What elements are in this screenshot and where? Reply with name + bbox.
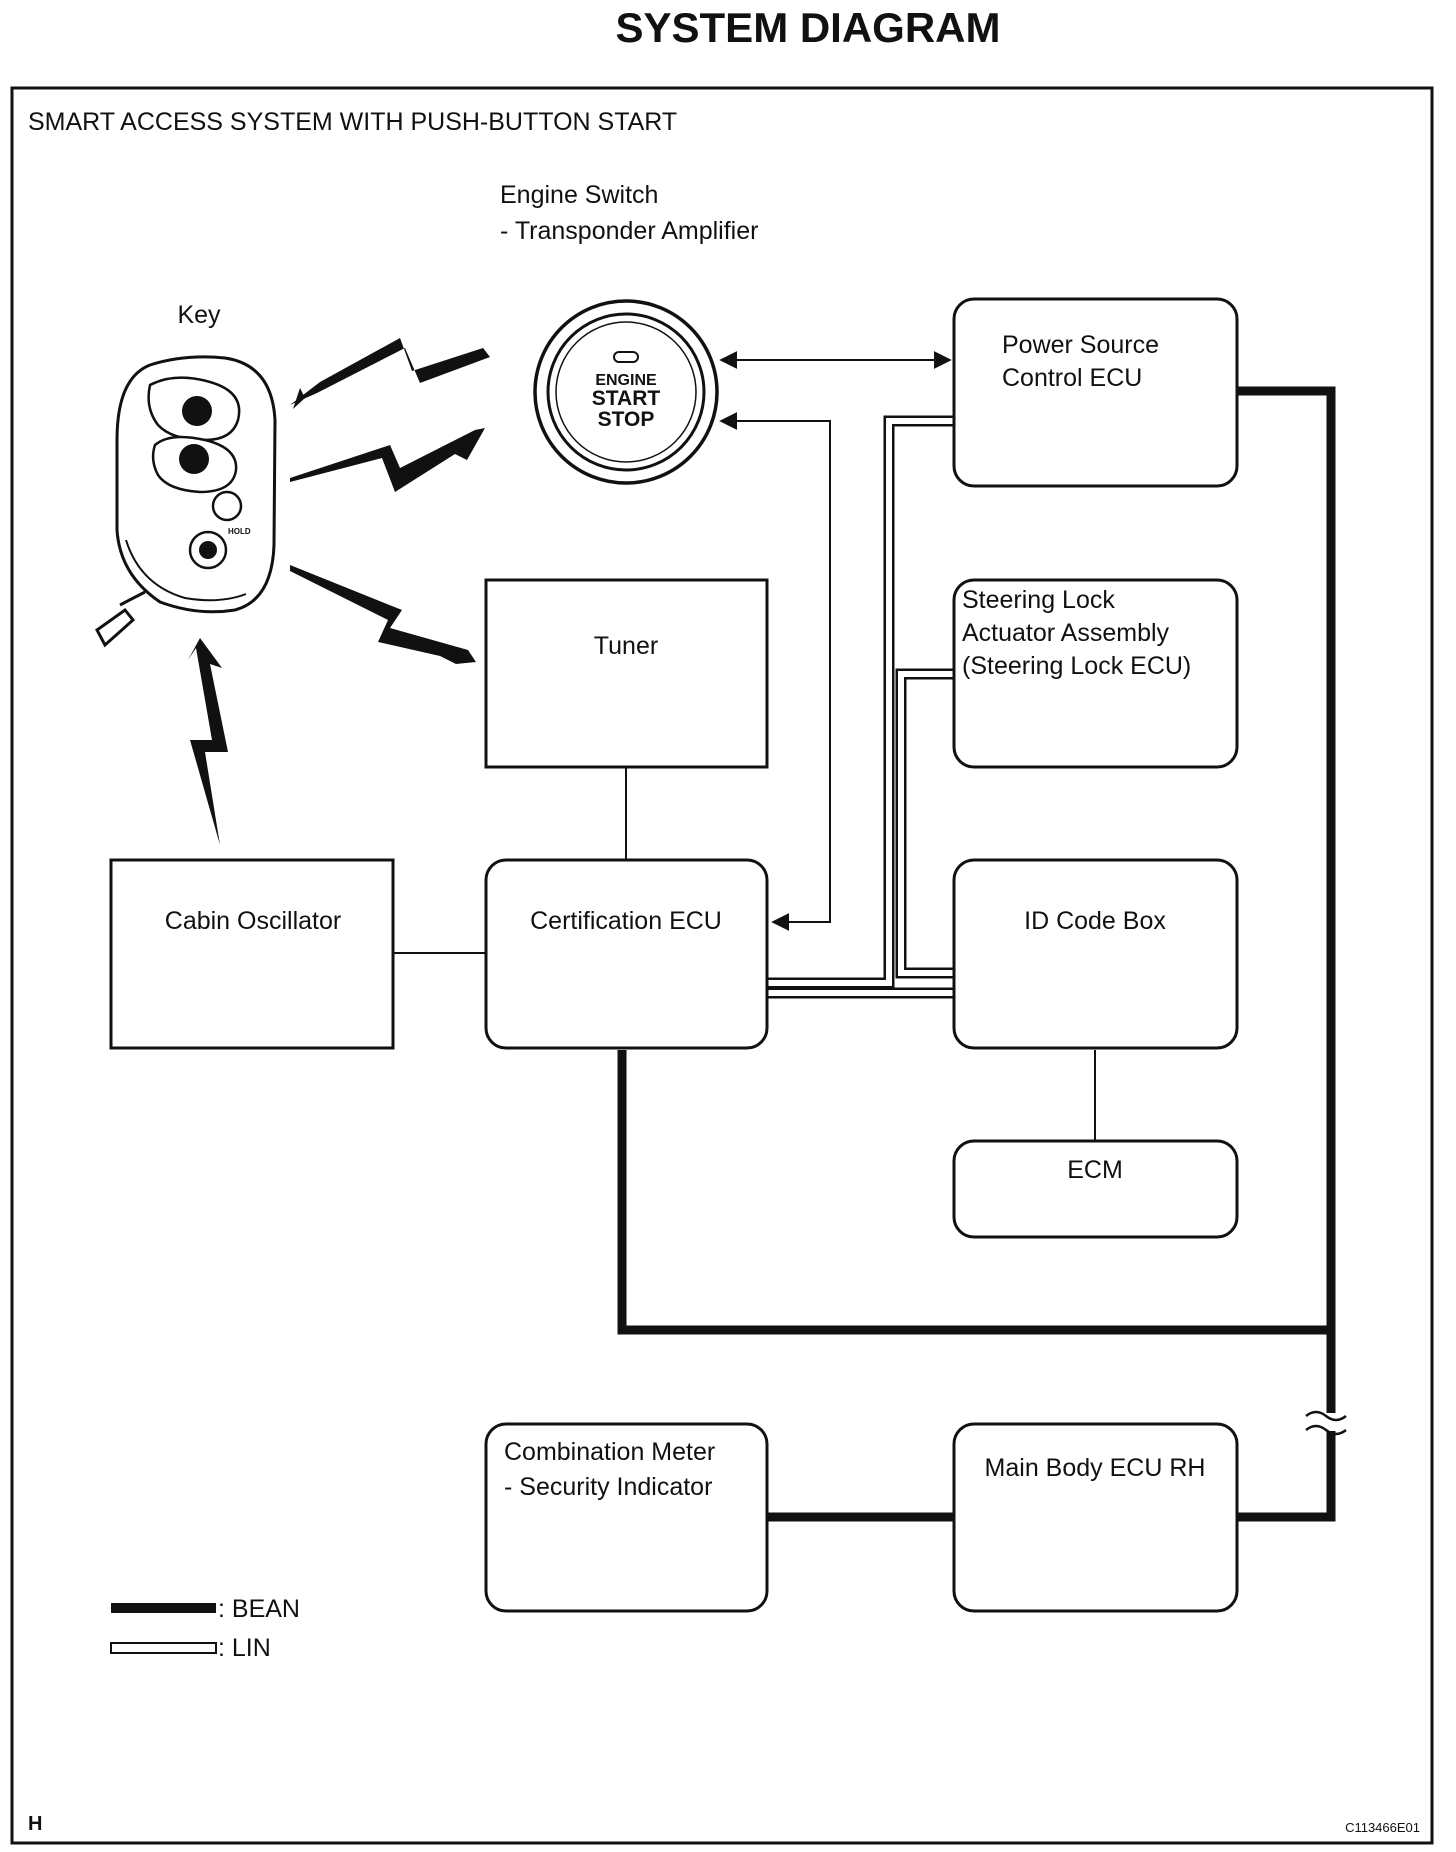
svg-text:STOP: STOP: [598, 408, 655, 431]
steering-lock-actuator-box: [952, 578, 1239, 769]
diagram-frame: [10, 86, 1434, 1845]
main-body-ecu-box: [952, 1422, 1239, 1613]
lin-bus: [768, 415, 954, 999]
footer-left-code: H: [28, 1813, 42, 1835]
id-code-box: [952, 858, 1239, 1050]
certification-ecu-label: Certification ECU: [530, 907, 722, 935]
svg-text:START: START: [592, 387, 661, 410]
power-source-control-ecu-label: Power Source Control ECU: [1002, 331, 1166, 392]
legend-bean-label: : BEAN: [218, 1595, 300, 1623]
legend: : BEAN : LIN: [110, 1595, 300, 1662]
cabin-oscillator-box: [109, 858, 395, 1050]
bean-bus: [617, 386, 1336, 1522]
ecm-label: ECM: [1067, 1156, 1123, 1184]
main-body-ecu-label: Main Body ECU RH: [985, 1454, 1206, 1482]
combination-meter-box: [484, 1422, 769, 1613]
page-title: SYSTEM DIAGRAM: [615, 4, 1000, 51]
id-code-box-label: ID Code Box: [1024, 907, 1166, 935]
tuner-label: Tuner: [594, 632, 658, 660]
certification-ecu-box: [484, 858, 769, 1050]
ecm-box: [952, 1139, 1239, 1239]
cabin-oscillator-label: Cabin Oscillator: [165, 907, 341, 935]
signal-lines: [393, 351, 1096, 1140]
engine-switch-label: Engine Switch - Transponder Amplifier: [500, 181, 758, 245]
power-source-control-ecu-box: [952, 297, 1239, 488]
legend-lin-label: : LIN: [218, 1634, 271, 1662]
tuner-box: [484, 578, 769, 769]
legend-lin-swatch: [110, 1642, 217, 1654]
frame-title: SMART ACCESS SYSTEM WITH PUSH-BUTTON STA…: [28, 108, 677, 136]
engine-start-button-icon: ENGINE START STOP: [533, 299, 719, 485]
combination-meter-label: Combination Meter - Security Indicator: [504, 1438, 722, 1501]
key-fob-icon: [95, 355, 277, 648]
key-label: Key: [177, 301, 221, 329]
bus-break-mark: [1305, 1410, 1347, 1436]
wireless-signal-icon: [188, 338, 490, 845]
footer-right-code: C113466E01: [1345, 1820, 1420, 1835]
steering-lock-actuator-label: Steering Lock Actuator Assembly (Steerin…: [962, 586, 1191, 680]
key-hold-tag: HOLD: [228, 527, 251, 536]
svg-text:ENGINE: ENGINE: [595, 372, 657, 389]
